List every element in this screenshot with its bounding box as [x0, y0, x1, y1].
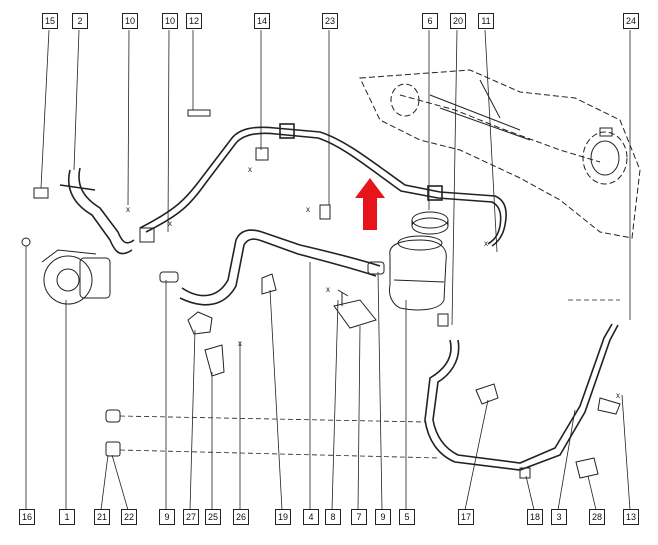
callout-18: 18: [527, 509, 543, 525]
callout-20: 20: [450, 13, 466, 29]
callout-21: 21: [94, 509, 110, 525]
fastener-x-mark: x: [126, 205, 130, 214]
clip-3: [597, 397, 621, 415]
bolt-23: [319, 204, 331, 220]
bracket-10: [139, 227, 155, 243]
reservoir-cap: [411, 211, 449, 235]
fastener-x-mark: x: [306, 205, 310, 214]
callout-5: 5: [399, 509, 415, 525]
callout-10: 10: [162, 13, 178, 29]
callout-10: 10: [122, 13, 138, 29]
callout-24: 24: [623, 13, 639, 29]
callout-2: 2: [72, 13, 88, 29]
callout-12: 12: [186, 13, 202, 29]
callout-9: 9: [159, 509, 175, 525]
fastener-x-mark: x: [238, 339, 242, 348]
plate-7: [333, 299, 377, 329]
callout-26: 26: [233, 509, 249, 525]
steering-rack-assembly: [359, 69, 641, 239]
fastener-x-mark: x: [616, 391, 620, 400]
fastener-x-mark: x: [484, 239, 488, 248]
bracket-14: [255, 147, 269, 161]
bracket-19: [261, 273, 277, 295]
callout-19: 19: [275, 509, 291, 525]
callout-27: 27: [183, 509, 199, 525]
fastener-marks: x x x x x x x x: [126, 165, 620, 400]
fastener-x-mark: x: [326, 285, 330, 294]
o-ring-16: [21, 237, 31, 247]
bracket-27: [187, 311, 213, 335]
callout-17: 17: [458, 509, 474, 525]
high-pressure-line: [139, 123, 507, 247]
nut-22: [105, 441, 121, 457]
callout-15: 15: [42, 13, 58, 29]
clip-28: [575, 457, 599, 479]
clip-17: [475, 383, 499, 405]
callout-23: 23: [322, 13, 338, 29]
pump-feed-hose: [59, 167, 135, 255]
callout-28: 28: [589, 509, 605, 525]
callout-4: 4: [303, 509, 319, 525]
fluid-reservoir: [389, 235, 449, 327]
callout-6: 6: [422, 13, 438, 29]
clip-18: [519, 467, 531, 479]
callout-8: 8: [325, 509, 341, 525]
callout-11: 11: [478, 13, 494, 29]
pressure-switch-15: [33, 187, 49, 199]
fastener-x-mark: x: [168, 219, 172, 228]
return-hose: [179, 229, 381, 306]
bolt-12: [187, 109, 211, 117]
reference-lines: [119, 299, 620, 459]
callout-9: 9: [375, 509, 391, 525]
callout-3: 3: [551, 509, 567, 525]
callout-7: 7: [351, 509, 367, 525]
bracket-25: [204, 344, 225, 377]
callout-16: 16: [19, 509, 35, 525]
reservoir-outlet-hose: [424, 323, 619, 471]
callout-14: 14: [254, 13, 270, 29]
callout-22: 22: [121, 509, 137, 525]
clamp-9: [159, 271, 179, 283]
steering-rack-details: [429, 79, 620, 176]
leader-lines: [25, 29, 631, 511]
power-steering-pump: [41, 249, 111, 305]
clamp-9b: [367, 261, 385, 275]
callout-13: 13: [623, 509, 639, 525]
red-direction-arrow: [355, 178, 385, 230]
bolt-21: [105, 409, 121, 423]
callout-25: 25: [205, 509, 221, 525]
callout-1: 1: [59, 509, 75, 525]
fastener-x-mark: x: [248, 165, 252, 174]
